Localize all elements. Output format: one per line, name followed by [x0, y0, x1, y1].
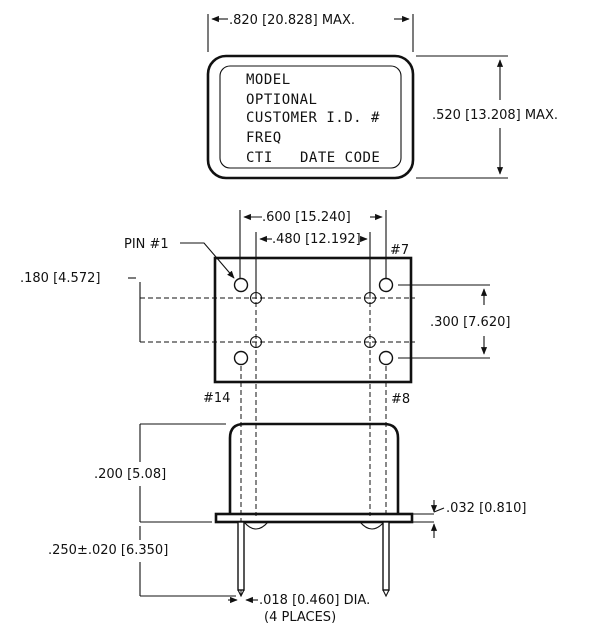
flange-standoff: [359, 521, 385, 530]
label-model: MODEL: [246, 72, 291, 88]
label-cti: CTI: [246, 150, 273, 166]
leader: [433, 507, 445, 513]
pin-hole-7: [378, 277, 394, 293]
lead-left: [237, 521, 245, 591]
bottom-view: .600 [15.240] .480 [12.192] PIN #1 #7 #1…: [20, 210, 510, 407]
label-freq: FREQ: [246, 130, 282, 146]
package-outline-top: [206, 54, 415, 180]
label-customer-id: CUSTOMER I.D. #: [246, 110, 380, 126]
dim-pin-span-inner: .480 [12.192]: [272, 232, 361, 247]
label-pin14: #14: [203, 391, 230, 406]
lead-tip: [382, 589, 390, 598]
pin-hole-8: [378, 350, 394, 366]
pin1-leader: [180, 242, 235, 279]
pin-hole-14: [233, 350, 249, 366]
dim-body-height: .200 [5.08]: [94, 467, 166, 482]
label-optional: OPTIONAL: [246, 92, 317, 108]
label-pin7: #7: [390, 243, 409, 258]
label-date-code: DATE CODE: [300, 150, 380, 166]
pin-hole-1: [233, 277, 249, 293]
standoff-circle: [249, 291, 263, 305]
dim-flange-thickness: .032 [0.810]: [446, 501, 526, 516]
label-border: [219, 65, 402, 169]
dim-lead-length: .250±.020 [6.350]: [48, 543, 168, 558]
dim-pin-span-outer: .600 [15.240]: [262, 210, 351, 225]
dim-height-max: .520 [13.208] MAX.: [432, 108, 558, 123]
standoff-circle: [363, 335, 377, 349]
dim-pin-offset: .180 [4.572]: [20, 271, 100, 286]
standoff-circle: [363, 291, 377, 305]
standoff-circle: [249, 335, 263, 349]
label-pin1: PIN #1: [124, 237, 169, 252]
dim-width-max: .820 [20.828] MAX.: [229, 13, 355, 28]
flange-standoff: [243, 521, 269, 530]
package-body-side: [228, 422, 400, 514]
lead-tip: [237, 589, 245, 598]
dim-row-spacing: .300 [7.620]: [430, 315, 510, 330]
package-outline-bottom: [213, 256, 413, 384]
dim-lead-places: (4 PLACES): [264, 610, 336, 625]
side-view: .200 [5.08] .250±.020 [6.350] .032 [0.81…: [48, 366, 526, 625]
dim-lead-diameter: .018 [0.460] DIA.: [259, 593, 370, 608]
lead-right: [382, 521, 390, 591]
label-pin8: #8: [391, 392, 410, 407]
flange: [214, 512, 414, 524]
top-view: MODEL OPTIONAL CUSTOMER I.D. # FREQ CTI …: [206, 13, 558, 180]
